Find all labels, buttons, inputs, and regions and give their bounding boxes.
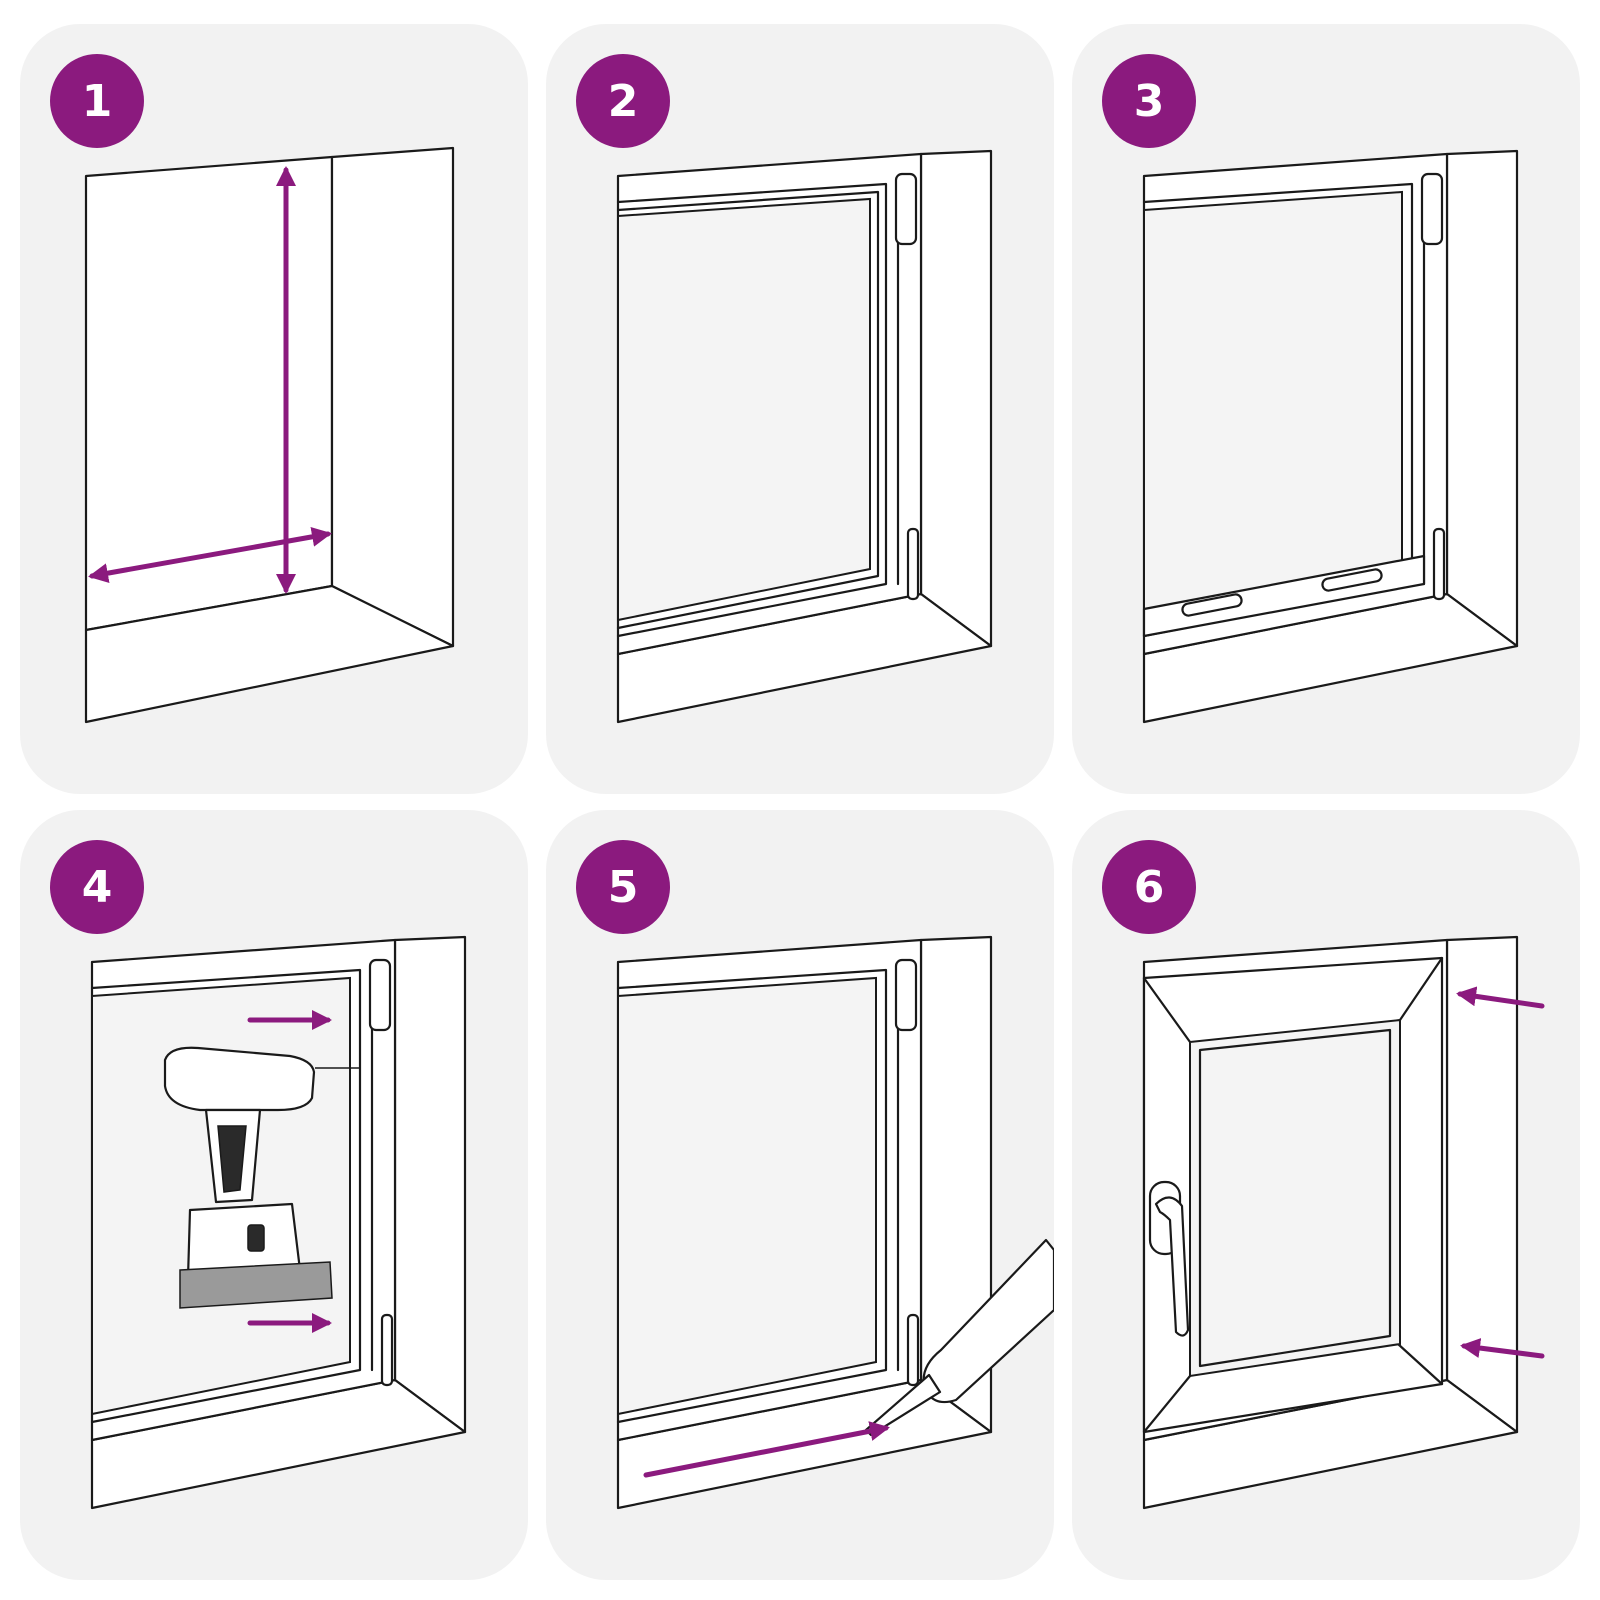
step-card-6: 6 — [1072, 810, 1580, 1580]
hinge-top — [1420, 172, 1444, 246]
step-3-illustration — [1072, 24, 1580, 794]
step-badge-2: 2 — [576, 54, 670, 148]
glass-pane — [1143, 190, 1403, 630]
frame-inner-edge — [616, 182, 888, 638]
drill-button — [247, 1224, 265, 1252]
hinge-top — [368, 958, 392, 1032]
drill-handle-grip — [217, 1125, 247, 1193]
spirit-level-vial-left — [1181, 593, 1243, 617]
wall-opening-side — [1445, 149, 1519, 648]
sealing-direction-arrow — [643, 1421, 890, 1478]
step-number: 6 — [1133, 861, 1165, 913]
wall-opening-side — [1445, 935, 1519, 1434]
step-number: 2 — [607, 75, 639, 127]
step-number: 3 — [1133, 75, 1165, 127]
step-4-illustration — [20, 810, 528, 1580]
hinge-arrow-bottom — [1460, 1338, 1545, 1359]
step-card-5: 5 — [546, 810, 1054, 1580]
handle-lever — [1154, 1196, 1190, 1337]
sash-bevel-tr — [1398, 956, 1444, 1022]
hinge-top — [894, 172, 918, 246]
wall-opening-sill — [84, 584, 455, 724]
sash-glass — [1189, 1018, 1401, 1378]
sash-bevel-tl — [1142, 976, 1192, 1044]
step-badge-3: 3 — [1102, 54, 1196, 148]
hinge-bottom — [906, 527, 920, 601]
window-handle-icon — [1148, 1180, 1190, 1337]
step-badge-1: 1 — [50, 54, 144, 148]
step-card-1: 1 — [20, 24, 528, 794]
step-2-illustration — [546, 24, 1054, 794]
glass-pane — [617, 976, 877, 1416]
sash-glass-inner — [1198, 1028, 1392, 1368]
hinge-bottom — [906, 1313, 920, 1387]
wall-opening-back — [84, 155, 334, 632]
step-badge-5: 5 — [576, 840, 670, 934]
step-badge-6: 6 — [1102, 840, 1196, 934]
step-6-illustration — [1072, 810, 1580, 1580]
step-number: 4 — [81, 861, 113, 913]
hinge-bottom — [380, 1313, 394, 1387]
spirit-level-vial-right — [1321, 568, 1383, 592]
drill-battery-base — [179, 1261, 333, 1309]
step-card-2: 2 — [546, 24, 1054, 794]
hinge-arrow-top — [1456, 986, 1545, 1009]
width-arrow — [88, 526, 332, 584]
wall-opening-side — [330, 146, 455, 648]
sash-bevel-bl — [1142, 1374, 1192, 1434]
hinge-bottom — [1432, 527, 1446, 601]
cordless-drill-icon — [163, 1046, 360, 1309]
drill-body — [163, 1046, 316, 1112]
step-1-illustration — [20, 24, 528, 794]
wall-opening-side — [393, 935, 467, 1434]
frame-inner-edge — [90, 968, 362, 1424]
step-number: 1 — [81, 75, 113, 127]
step-card-3: 3 — [1072, 24, 1580, 794]
step-card-4: 4 — [20, 810, 528, 1580]
sash-bevel-br — [1396, 1342, 1444, 1386]
wall-opening-side — [919, 149, 993, 648]
frame-inner-edge — [616, 968, 888, 1424]
glass-pane — [617, 197, 871, 622]
step-5-illustration — [546, 810, 1054, 1580]
frame-inner-edge-2 — [616, 190, 880, 630]
step-number: 5 — [607, 861, 639, 913]
hinge-top — [894, 958, 918, 1032]
step-badge-4: 4 — [50, 840, 144, 934]
silicone-gun-icon — [864, 1238, 1054, 1437]
